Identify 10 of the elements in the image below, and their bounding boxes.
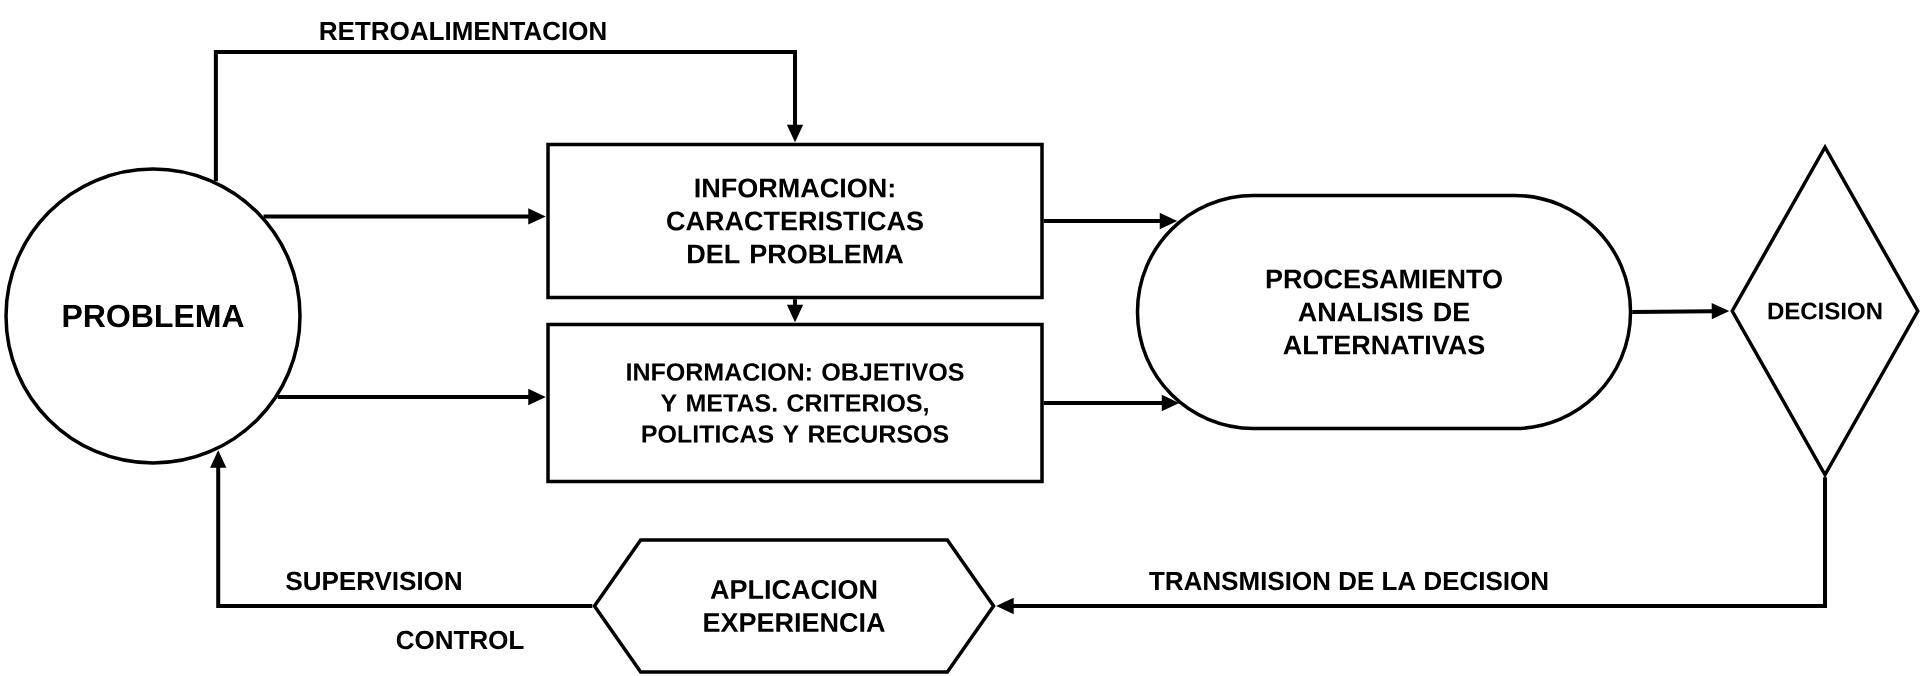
process-box: INFORMACION: CARACTERISTICAS DEL PROBLEMA — [546, 142, 1044, 300]
process-box: INFORMACION: OBJETIVOS Y METAS. CRITERIOS, POLITICAS Y RECURSOS — [546, 322, 1044, 484]
edge-label: RETROALIMENTACION — [316, 19, 610, 43]
label-text: CONTROL — [396, 630, 524, 650]
circle-node: PROBLEMA — [4, 167, 302, 465]
arrow — [213, 50, 804, 182]
rounded-box: PROCESAMIENTO ANALISIS DE ALTERNATIVAS — [1135, 193, 1633, 431]
edge-label: TRANSMISION DE LA DECISION — [1146, 569, 1552, 593]
edge-label: SUPERVISION — [283, 569, 465, 593]
hexagon-box: APLICACION EXPERIENCIA — [592, 538, 996, 674]
